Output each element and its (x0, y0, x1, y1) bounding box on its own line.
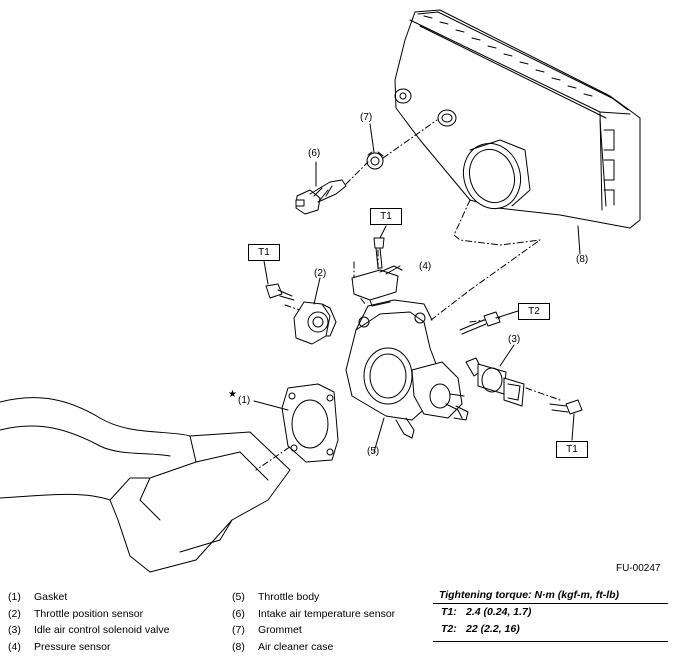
callout-6: (6) (308, 148, 321, 159)
bolt-t2 (459, 311, 501, 335)
legend-item: (4)Pressure sensor (8, 640, 111, 653)
callout-3: (3) (508, 334, 521, 345)
torque-tag-t1-throttle-sensor: T1 (248, 244, 280, 261)
torque-title: Tightening torque: N·m (kgf-m, ft-lb) (433, 589, 668, 604)
intake-manifold (0, 397, 291, 573)
bolt-t1-lower (549, 399, 583, 415)
torque-row-t1: T1:2.4 (0.24, 1.7) (441, 606, 532, 618)
throttle-position-sensor (265, 283, 337, 345)
legend-item: (3)Idle air control solenoid valve (8, 624, 170, 636)
torque-table: Tightening torque: N·m (kgf-m, ft-lb) T1… (433, 589, 668, 642)
callout-5: (5) (367, 446, 380, 457)
callout-1: (1) (238, 395, 251, 406)
torque-row-t2: T2:22 (2.2, 16) (441, 623, 520, 635)
grommet (366, 151, 384, 170)
legend-item: (7)Grommet (232, 624, 302, 636)
legend-right: (5)Throttle body (6)Intake air temperatu… (232, 589, 395, 655)
legend-item: (1)Gasket (8, 591, 68, 603)
legend-item: (5)Throttle body (232, 591, 320, 603)
figure-id: FU-00247 (616, 563, 661, 574)
legend-item: (6)Intake air temperature sensor (232, 607, 396, 620)
throttle-body (345, 299, 469, 439)
exploded-view-drawing (0, 9, 641, 573)
idle-air-control-valve (465, 357, 525, 407)
callout-leaders (253, 123, 581, 453)
legend-left: (1)Gasket (2)Throttle position sensor (3… (8, 589, 169, 655)
pressure-sensor (351, 237, 403, 307)
torque-tag-t1-iac-valve: T1 (556, 441, 588, 458)
gasket (281, 383, 339, 463)
torque-tag-t1-pressure-sensor: T1 (370, 208, 402, 225)
callout-7: (7) (360, 112, 373, 123)
callout-8: (8) (576, 254, 589, 265)
callout-4: (4) (419, 261, 432, 272)
torque-tag-t2: T2 (518, 303, 550, 320)
intake-air-temperature-sensor (295, 179, 347, 215)
star-mark: ★ (228, 389, 237, 400)
torque-table-bottom-rule (433, 641, 668, 642)
callout-2: (2) (314, 268, 327, 279)
legend-item: (2)Throttle position sensor (8, 607, 144, 620)
legend-item: (8)Air cleaner case (232, 640, 334, 653)
air-cleaner-case (394, 9, 641, 229)
